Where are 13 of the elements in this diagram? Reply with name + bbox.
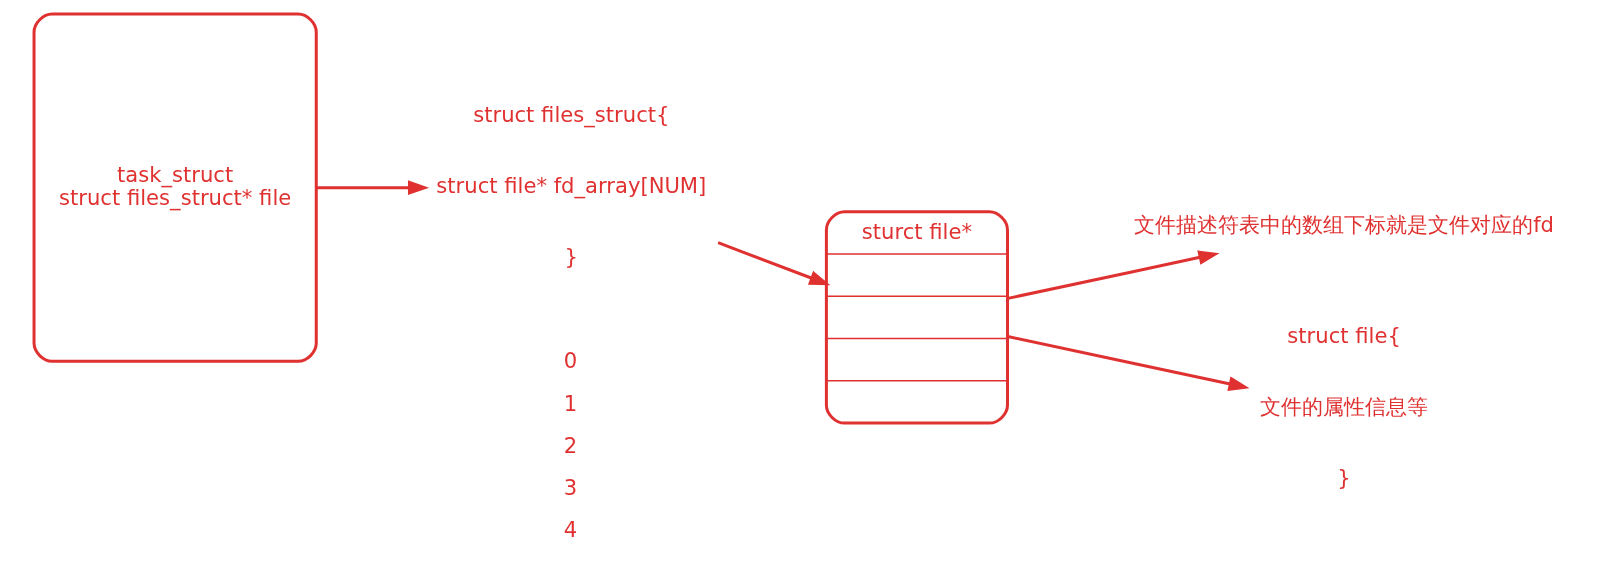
arrow [316,180,430,196]
node-label: 4 [563,517,578,543]
arrow [717,241,831,286]
arrow [1007,335,1250,391]
node-label: 3 [563,475,578,501]
node-text: struct files_struct{ struct file* fd_array[NUM] } [436,102,707,270]
node-label: 2 [563,432,578,458]
node-text: struct file{ 文件的属性信息等 } [1260,322,1429,490]
node-text: 文件描述符表中的数组下标就是文件对应的fd [1134,212,1554,238]
node-label: 0 [563,348,578,374]
node-label: 1 [563,390,578,416]
node-box: task_struct struct files_struct* file [32,12,318,363]
arrow [1007,250,1220,300]
